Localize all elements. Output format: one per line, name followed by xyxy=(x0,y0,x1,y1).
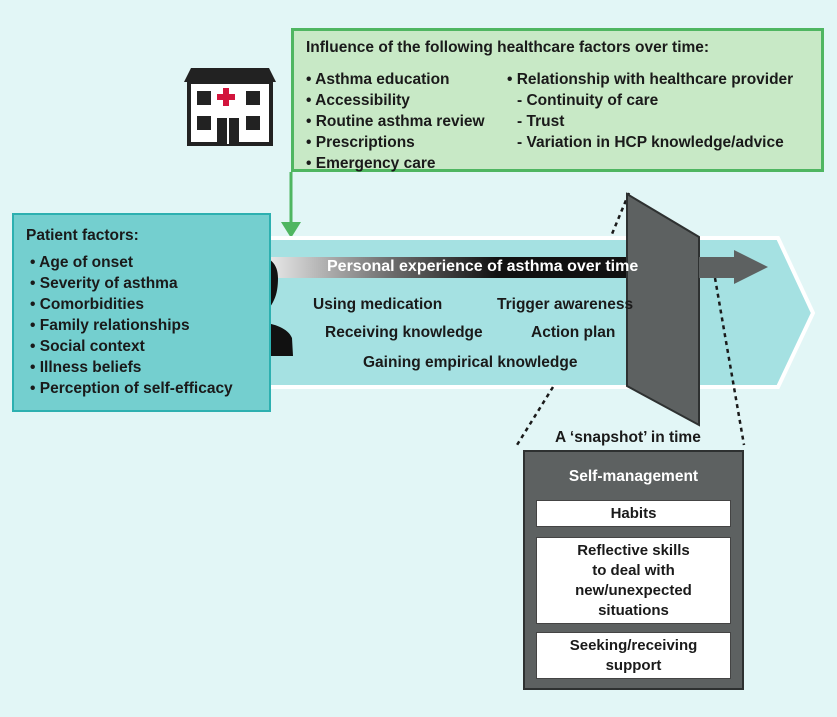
list-item: - Variation in HCP knowledge/advice xyxy=(517,134,784,151)
list-item: • Routine asthma review xyxy=(306,113,485,130)
patient-factors-title: Patient factors: xyxy=(26,227,139,244)
hospital-icon xyxy=(184,68,276,146)
self-management-item-reflective-skills: Reflective skills to deal with new/unexp… xyxy=(536,537,731,624)
list-item: • Social context xyxy=(30,338,145,355)
snapshot-plane xyxy=(626,192,700,427)
healthcare-factors-title: Influence of the following healthcare fa… xyxy=(306,39,710,56)
healthcare-factors-left-list: • Asthma education • Accessibility • Rou… xyxy=(306,69,485,174)
self-management-panel: Self-management Habits Reflective skills… xyxy=(523,450,744,690)
list-item: • Accessibility xyxy=(306,92,410,109)
healthcare-factors-box: Influence of the following healthcare fa… xyxy=(291,28,824,172)
experience-item-receiving-knowledge: Receiving knowledge xyxy=(325,324,483,341)
experience-item-action-plan: Action plan xyxy=(531,324,616,341)
experience-arrow-tail xyxy=(699,257,737,278)
patient-factors-list: • Age of onset • Severity of asthma • Co… xyxy=(30,252,233,399)
self-management-title: Self-management xyxy=(568,468,699,485)
list-item: • Severity of asthma xyxy=(30,275,178,292)
healthcare-factors-right-list: • Relationship with healthcare provider … xyxy=(507,69,793,153)
experience-item-using-medication: Using medication xyxy=(313,296,443,313)
list-item: • Comorbidities xyxy=(30,296,144,313)
list-item: • Illness beliefs xyxy=(30,359,142,376)
list-item: • Asthma education xyxy=(306,71,450,88)
list-item: • Perception of self-efficacy xyxy=(30,380,233,397)
experience-arrow-shaft xyxy=(268,257,686,278)
experience-arrow-title: Personal experience of asthma over time xyxy=(327,258,639,275)
experience-item-trigger-awareness: Trigger awareness xyxy=(497,296,634,313)
list-item: • Family relationships xyxy=(30,317,190,334)
list-item: • Prescriptions xyxy=(306,134,415,151)
self-management-item-habits: Habits xyxy=(536,500,731,527)
snapshot-caption: A ‘snapshot’ in time xyxy=(555,429,701,446)
healthcare-connector-arrowhead xyxy=(281,222,301,238)
list-item: - Trust xyxy=(517,113,565,130)
self-management-item-support: Seeking/receiving support xyxy=(536,632,731,679)
experience-arrowhead xyxy=(734,250,768,284)
experience-item-empirical-knowledge: Gaining empirical knowledge xyxy=(363,354,578,371)
list-item: • Emergency care xyxy=(306,155,436,172)
list-item: • Age of onset xyxy=(30,254,134,271)
patient-factors-box: Patient factors: • Age of onset • Severi… xyxy=(12,213,271,412)
list-item: - Continuity of care xyxy=(517,92,659,109)
list-item: • Relationship with healthcare provider xyxy=(507,71,794,88)
snapshot-dotted-line-lower-left xyxy=(515,386,555,446)
